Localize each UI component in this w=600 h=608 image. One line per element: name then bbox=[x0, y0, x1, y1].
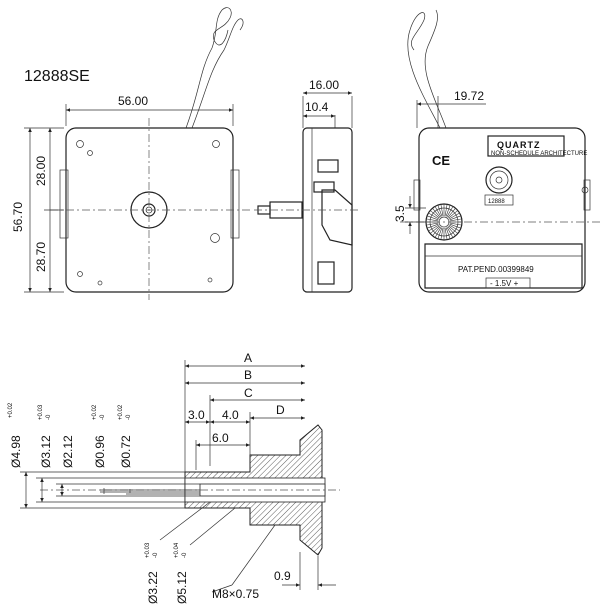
dim-body: 10.4 bbox=[305, 100, 329, 114]
svg-text:Ø3.12: Ø3.12 bbox=[39, 435, 53, 468]
patent-number: PAT.PEND.00399849 bbox=[458, 265, 534, 274]
front-view: 56.00 56.70 28.00 28.70 bbox=[11, 7, 250, 300]
dim-upper: 28.00 bbox=[34, 156, 48, 186]
svg-text:Ø2.12: Ø2.12 bbox=[61, 435, 75, 468]
svg-text:Ø4.98: Ø4.98 bbox=[9, 435, 23, 468]
ce-mark: CE bbox=[432, 153, 450, 168]
brand-label: QUARTZ bbox=[497, 140, 541, 150]
label-A: A bbox=[244, 351, 252, 365]
svg-text:-0: -0 bbox=[126, 414, 132, 420]
svg-text:+0.02: +0.02 bbox=[8, 402, 14, 418]
dim-6-0: 6.0 bbox=[212, 431, 229, 445]
svg-text:-0: -0 bbox=[100, 414, 106, 420]
model-number: 12888SE bbox=[24, 68, 90, 85]
dim-width: 56.00 bbox=[118, 94, 148, 108]
svg-text:Ø0.96: Ø0.96 bbox=[93, 435, 107, 468]
dim-d2-12: Ø2.12 bbox=[61, 435, 75, 468]
label-B: B bbox=[244, 368, 252, 382]
svg-text:-0: -0 bbox=[182, 552, 188, 558]
dim-d4-98: Ø4.98 +0.02 bbox=[8, 402, 23, 468]
dim-3-0: 3.0 bbox=[188, 408, 205, 422]
dim-d5-12: Ø5.12 +0.04 -0 bbox=[174, 542, 189, 604]
svg-text:+0.02: +0.02 bbox=[118, 404, 124, 420]
dial-code: 12888 bbox=[488, 199, 505, 205]
dim-d0-72: Ø0.72 +0.02 -0 bbox=[118, 404, 133, 468]
svg-text:-0: -0 bbox=[46, 414, 52, 420]
dim-depth: 16.00 bbox=[309, 78, 339, 92]
side-view: 16.00 10.4 bbox=[254, 78, 360, 293]
setting-dial bbox=[485, 166, 513, 194]
battery-label: - 1.5V + bbox=[490, 279, 519, 288]
label-C: C bbox=[244, 386, 253, 400]
svg-text:Ø0.72: Ø0.72 bbox=[119, 435, 133, 468]
dim-lower: 28.70 bbox=[34, 242, 48, 272]
dim-height: 56.70 bbox=[11, 202, 25, 232]
dim-d3-22: Ø3.22 +0.03 -0 bbox=[145, 542, 160, 604]
svg-text:Ø3.22: Ø3.22 bbox=[146, 571, 160, 604]
dim-4-0: 4.0 bbox=[222, 408, 239, 422]
dim-offset: 19.72 bbox=[454, 89, 484, 103]
thread-spec: M8×0.75 bbox=[212, 587, 259, 601]
svg-text:+0.03: +0.03 bbox=[38, 404, 44, 420]
svg-text:-0: -0 bbox=[153, 552, 159, 558]
dim-d0-96: Ø0.96 +0.02 -0 bbox=[92, 404, 107, 468]
label-D: D bbox=[276, 403, 285, 417]
back-view: 19.72 CE QUARTZ NON-SCHEDULE ARCHITECTUR… bbox=[393, 9, 600, 293]
svg-text:+0.03: +0.03 bbox=[145, 542, 151, 558]
svg-text:+0.04: +0.04 bbox=[174, 542, 180, 558]
brand-sub: NON-SCHEDULE ARCHITECTURE bbox=[491, 151, 587, 157]
dim-flange: 0.9 bbox=[274, 569, 291, 583]
shaft-detail: A B C D 3.0 4.0 6.0 bbox=[8, 351, 340, 604]
svg-text:+0.02: +0.02 bbox=[92, 404, 98, 420]
dim-gear: 3.5 bbox=[393, 205, 407, 222]
svg-text:Ø5.12: Ø5.12 bbox=[175, 571, 189, 604]
dim-d3-12: Ø3.12 +0.03 -0 bbox=[38, 404, 53, 468]
